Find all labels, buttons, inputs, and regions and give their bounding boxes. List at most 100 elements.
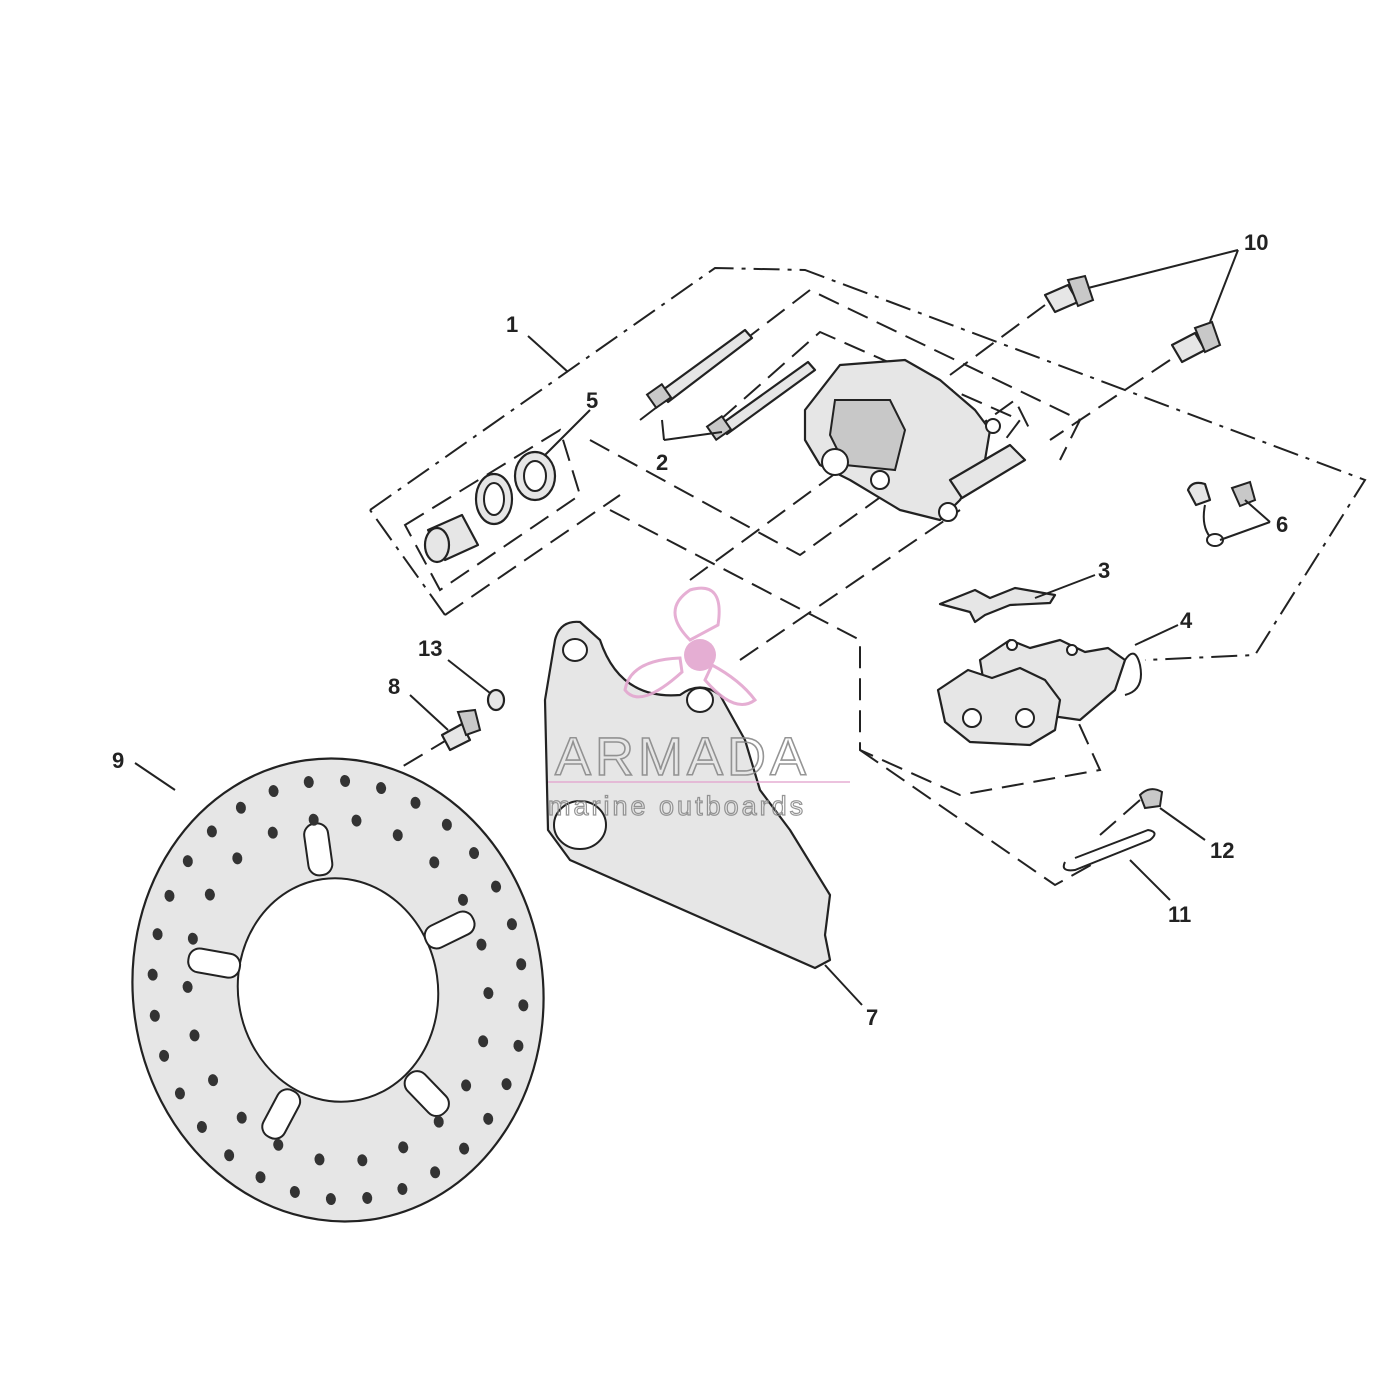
caliper-bracket (543, 620, 832, 970)
disc-drill-hole (149, 1009, 160, 1022)
caliper-to-bracket-axis-2 (739, 509, 961, 661)
bleeder-cap-ring (1206, 533, 1224, 547)
disc-drill-hole (340, 774, 351, 787)
bracket-pivot-hole-top (562, 638, 588, 662)
propeller-blade-left (623, 656, 684, 699)
leader-11 (1129, 859, 1171, 901)
brake-pad-front-hole-b (1015, 708, 1035, 728)
disc-drill-hole (362, 1191, 373, 1204)
caliper-bracket-body (543, 620, 832, 970)
callout-5: 5 (586, 388, 598, 413)
disc-drill-hole (506, 918, 517, 931)
disc-drill-hole (483, 987, 494, 1000)
disc-drill-hole (232, 852, 243, 865)
mounting-bolt-b-head (1193, 320, 1222, 354)
disc-drill-hole (429, 856, 440, 869)
caliper-port-left (821, 448, 849, 476)
disc-drill-hole (483, 1112, 494, 1125)
disc-drill-hole (182, 980, 193, 993)
brake-disc (131, 757, 545, 1223)
retainer-clip (1062, 828, 1156, 872)
disc-cooling-slot (261, 1088, 302, 1140)
callout-8: 8 (388, 674, 400, 699)
callout-2: 2 (656, 450, 668, 475)
disc-hardware (440, 688, 506, 752)
brake-disc-drill-holes (147, 774, 529, 1206)
brake-disc-hub-hole (236, 877, 440, 1103)
armada-propeller-logo (623, 586, 758, 706)
disc-drill-hole (351, 814, 362, 827)
disc-cooling-slot (403, 1070, 450, 1118)
brake-pad-rear-ear-a (1006, 639, 1018, 651)
disc-drill-hole (398, 1141, 409, 1154)
disc-drill-hole (196, 1120, 207, 1133)
disc-bolt (440, 722, 472, 752)
lower-outline (444, 494, 621, 616)
disc-drill-hole (441, 818, 452, 831)
slide-pin-upper-head (645, 382, 673, 410)
leader-lines (134, 249, 1271, 1006)
callout-12: 12 (1210, 838, 1234, 863)
leader-9 (134, 762, 176, 791)
retainer-screw (1138, 788, 1164, 810)
assembly-outlines (369, 266, 1367, 887)
disc-drill-hole (433, 1115, 444, 1128)
disc-drill-hole (501, 1078, 512, 1091)
bracket-pivot-hole-mid (686, 687, 714, 713)
leader-3 (1034, 574, 1096, 599)
leader-8 (409, 694, 449, 731)
leader-13 (447, 659, 491, 694)
disc-drill-hole (397, 1182, 408, 1195)
mounting-bolts (1043, 274, 1222, 364)
piston-seal-inner (483, 482, 505, 516)
disc-cooling-slot (187, 947, 242, 979)
disc-nut (486, 688, 506, 712)
disc-drill-hole (430, 1166, 441, 1179)
propeller-blade-right (703, 662, 758, 706)
caliper-assembly-inner-outline (369, 509, 446, 616)
disc-drill-hole (357, 1154, 368, 1167)
callout-7: 7 (866, 1005, 878, 1030)
bracket-assembly-outline (609, 509, 1102, 797)
disc-drill-hole (224, 1149, 235, 1162)
disc-drill-hole (289, 1185, 300, 1198)
disc-drill-hole (204, 888, 215, 901)
pad-spring-plate (938, 586, 1057, 624)
callout-6: 6 (1276, 512, 1288, 537)
disc-drill-hole (410, 796, 421, 809)
caliper-piston-boss (828, 399, 907, 472)
bolt-axis-10a (949, 304, 1046, 376)
disc-drill-hole (255, 1171, 266, 1184)
callout-3: 3 (1098, 558, 1110, 583)
leader-2 (661, 419, 723, 441)
brake-pads (936, 638, 1142, 747)
callout-labels: 1 2 3 4 5 6 7 8 9 10 11 12 13 (112, 230, 1288, 1030)
propeller-hub (684, 639, 716, 671)
leader-5 (544, 409, 591, 456)
caliper-port-bottom (938, 502, 958, 522)
leader-1 (527, 335, 569, 373)
seal-kit (423, 450, 557, 564)
disc-drill-hole (159, 1049, 170, 1062)
disc-drill-hole (459, 1142, 470, 1155)
disc-drill-hole (187, 932, 198, 945)
disc-drill-hole (476, 938, 487, 951)
pad-spring (938, 586, 1057, 624)
watermark-tagline: marine outboards (548, 791, 806, 821)
callout-10: 10 (1244, 230, 1268, 255)
propeller-blade-top (673, 586, 721, 642)
disc-cooling-slot (423, 910, 476, 950)
disc-drill-hole (164, 889, 175, 902)
disc-drill-hole (457, 893, 468, 906)
disc-drill-hole (478, 1035, 489, 1048)
disc-drill-hole (392, 829, 403, 842)
leader-7 (824, 964, 863, 1006)
disc-drill-hole (268, 785, 279, 798)
brake-disc-slots (187, 822, 476, 1140)
disc-drill-hole (376, 782, 387, 795)
mounting-bolt-a-head (1066, 274, 1095, 308)
disc-drill-hole (491, 880, 502, 893)
callout-1: 1 (506, 312, 518, 337)
disc-drill-hole (273, 1138, 284, 1151)
bleeder-screw (1230, 480, 1257, 508)
